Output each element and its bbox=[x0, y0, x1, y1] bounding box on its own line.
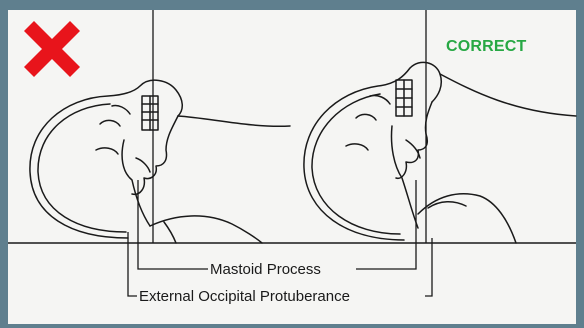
mastoid-process-label: Mastoid Process bbox=[209, 261, 322, 278]
head-illustration-incorrect bbox=[30, 80, 290, 243]
head-illustration-correct bbox=[304, 62, 576, 243]
external-occipital-protuberance-label: External Occipital Protuberance bbox=[138, 288, 351, 305]
wrong-x-icon bbox=[24, 21, 80, 77]
correct-label: CORRECT bbox=[446, 38, 527, 56]
